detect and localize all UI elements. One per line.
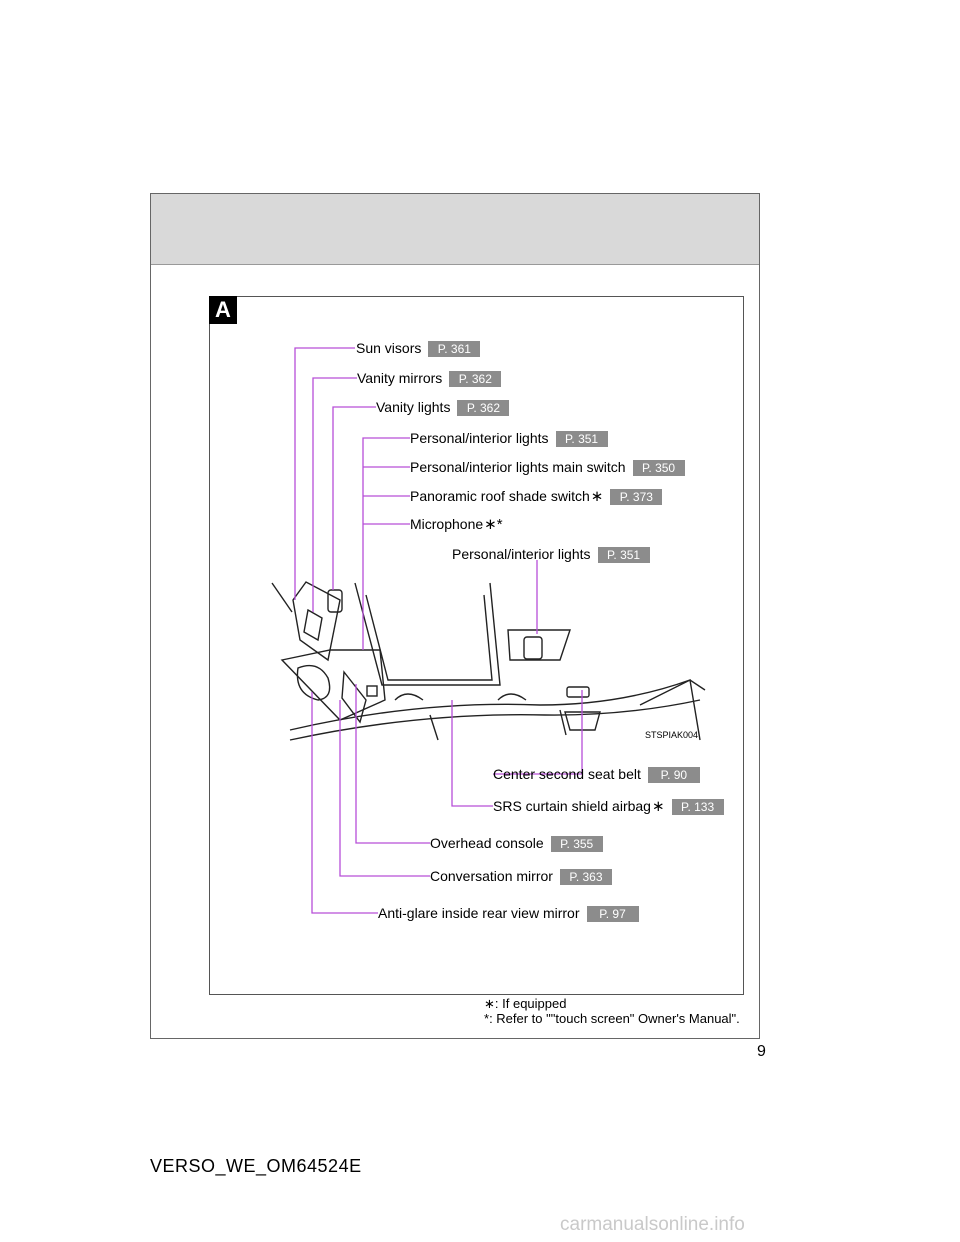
callout-label: Personal/interior lights main switch: [410, 459, 626, 475]
callout-panoramic-roof-shade-switch: Panoramic roof shade switch ∗ P. 373: [410, 488, 663, 505]
equipped-mark: ∗*: [484, 516, 503, 533]
page-ref-badge[interactable]: P. 361: [428, 340, 481, 357]
document-code: VERSO_WE_OM64524E: [150, 1156, 362, 1176]
page-number: 9: [757, 1043, 766, 1060]
callout-label: Vanity lights: [376, 399, 451, 415]
page-ref-badge[interactable]: P. 362: [457, 399, 510, 416]
callout-overhead-console: Overhead console P. 355: [430, 835, 603, 852]
section-badge: A: [209, 296, 237, 324]
footnote-mark: *: [484, 1011, 490, 1026]
footnote-if-equipped: ∗: If equipped: [484, 996, 740, 1011]
callout-label: Sun visors: [356, 340, 422, 356]
page-ref-badge[interactable]: P. 133: [671, 798, 724, 815]
callout-personal-interior-lights: Personal/interior lights P. 351: [410, 430, 608, 447]
callout-label: Vanity mirrors: [357, 370, 443, 386]
callout-vanity-mirrors: Vanity mirrors P. 362: [357, 370, 502, 387]
callout-label: Center second seat belt: [493, 766, 641, 782]
footnote-text: : If equipped: [494, 996, 567, 1011]
callout-microphone: Microphone ∗*: [410, 516, 503, 533]
figure-frame: [209, 296, 744, 995]
callout-label: Conversation mirror: [430, 868, 553, 884]
callout-label: Personal/interior lights: [410, 430, 549, 446]
callout-label: SRS curtain shield airbag: [493, 798, 651, 814]
page-ref-badge[interactable]: P. 362: [449, 370, 502, 387]
page-ref-badge[interactable]: P. 355: [550, 835, 603, 852]
footnotes: ∗: If equipped *: Refer to ""touch scree…: [484, 996, 740, 1026]
footnote-text: : Refer to ""touch screen" Owner's Manua…: [489, 1011, 740, 1026]
footnote-mark: ∗: [484, 996, 495, 1011]
figure-code: STSPIAK004: [645, 730, 699, 740]
page-ref-badge[interactable]: P. 373: [610, 488, 663, 505]
callout-label: Microphone: [410, 516, 484, 532]
page-ref-badge[interactable]: P. 97: [586, 905, 639, 922]
page-ref-badge[interactable]: P. 363: [559, 868, 612, 885]
callout-label: Panoramic roof shade switch: [410, 488, 590, 504]
callout-interior-lights-main-switch: Personal/interior lights main switch P. …: [410, 459, 685, 476]
equipped-mark: ∗: [651, 798, 665, 815]
header-band: [151, 194, 759, 265]
callout-sun-visors: Sun visors P. 361: [356, 340, 481, 357]
page-frame: [150, 193, 760, 1039]
page-ref-badge[interactable]: P. 90: [647, 766, 700, 783]
watermark: carmanualsonline.info: [560, 1214, 745, 1235]
callout-label: Overhead console: [430, 835, 544, 851]
callout-vanity-lights: Vanity lights P. 362: [376, 399, 510, 416]
equipped-mark: ∗: [590, 488, 604, 505]
callout-anti-glare-mirror: Anti-glare inside rear view mirror P. 97: [378, 905, 639, 922]
callout-personal-interior-lights-rear: Personal/interior lights P. 351: [452, 546, 650, 563]
footnote-refer: *: Refer to ""touch screen" Owner's Manu…: [484, 1011, 740, 1026]
callout-label: Anti-glare inside rear view mirror: [378, 905, 580, 921]
page-ref-badge[interactable]: P. 350: [632, 459, 685, 476]
callout-srs-curtain-shield-airbag: SRS curtain shield airbag ∗ P. 133: [493, 798, 724, 815]
callout-center-second-seat-belt: Center second seat belt P. 90: [493, 766, 700, 783]
callout-label: Personal/interior lights: [452, 546, 591, 562]
page-ref-badge[interactable]: P. 351: [597, 546, 650, 563]
page-ref-badge[interactable]: P. 351: [555, 430, 608, 447]
callout-conversation-mirror: Conversation mirror P. 363: [430, 868, 612, 885]
